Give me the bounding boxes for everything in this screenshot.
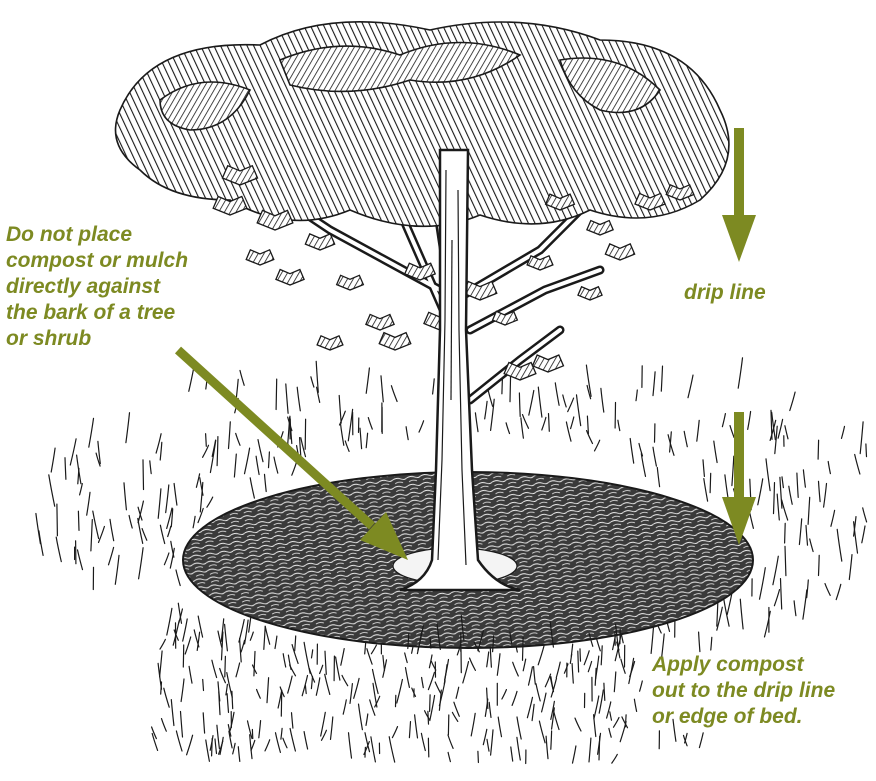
mulch-warning-line: Do not place: [6, 222, 188, 248]
drip-line-text: drip line: [684, 280, 766, 306]
mulch-warning-label: Do not place compost or mulch directly a…: [6, 222, 188, 352]
mulch-warning-line: or shrub: [6, 326, 188, 352]
apply-compost-line: Apply compost: [652, 652, 835, 678]
mulch-warning-line: the bark of a tree: [6, 300, 188, 326]
apply-compost-line: or edge of bed.: [652, 704, 835, 730]
drip-line-label: drip line: [684, 280, 766, 306]
apply-compost-label: Apply compost out to the drip line or ed…: [652, 652, 835, 730]
mulch-warning-line: directly against: [6, 274, 188, 300]
mulch-warning-line: compost or mulch: [6, 248, 188, 274]
apply-compost-line: out to the drip line: [652, 678, 835, 704]
